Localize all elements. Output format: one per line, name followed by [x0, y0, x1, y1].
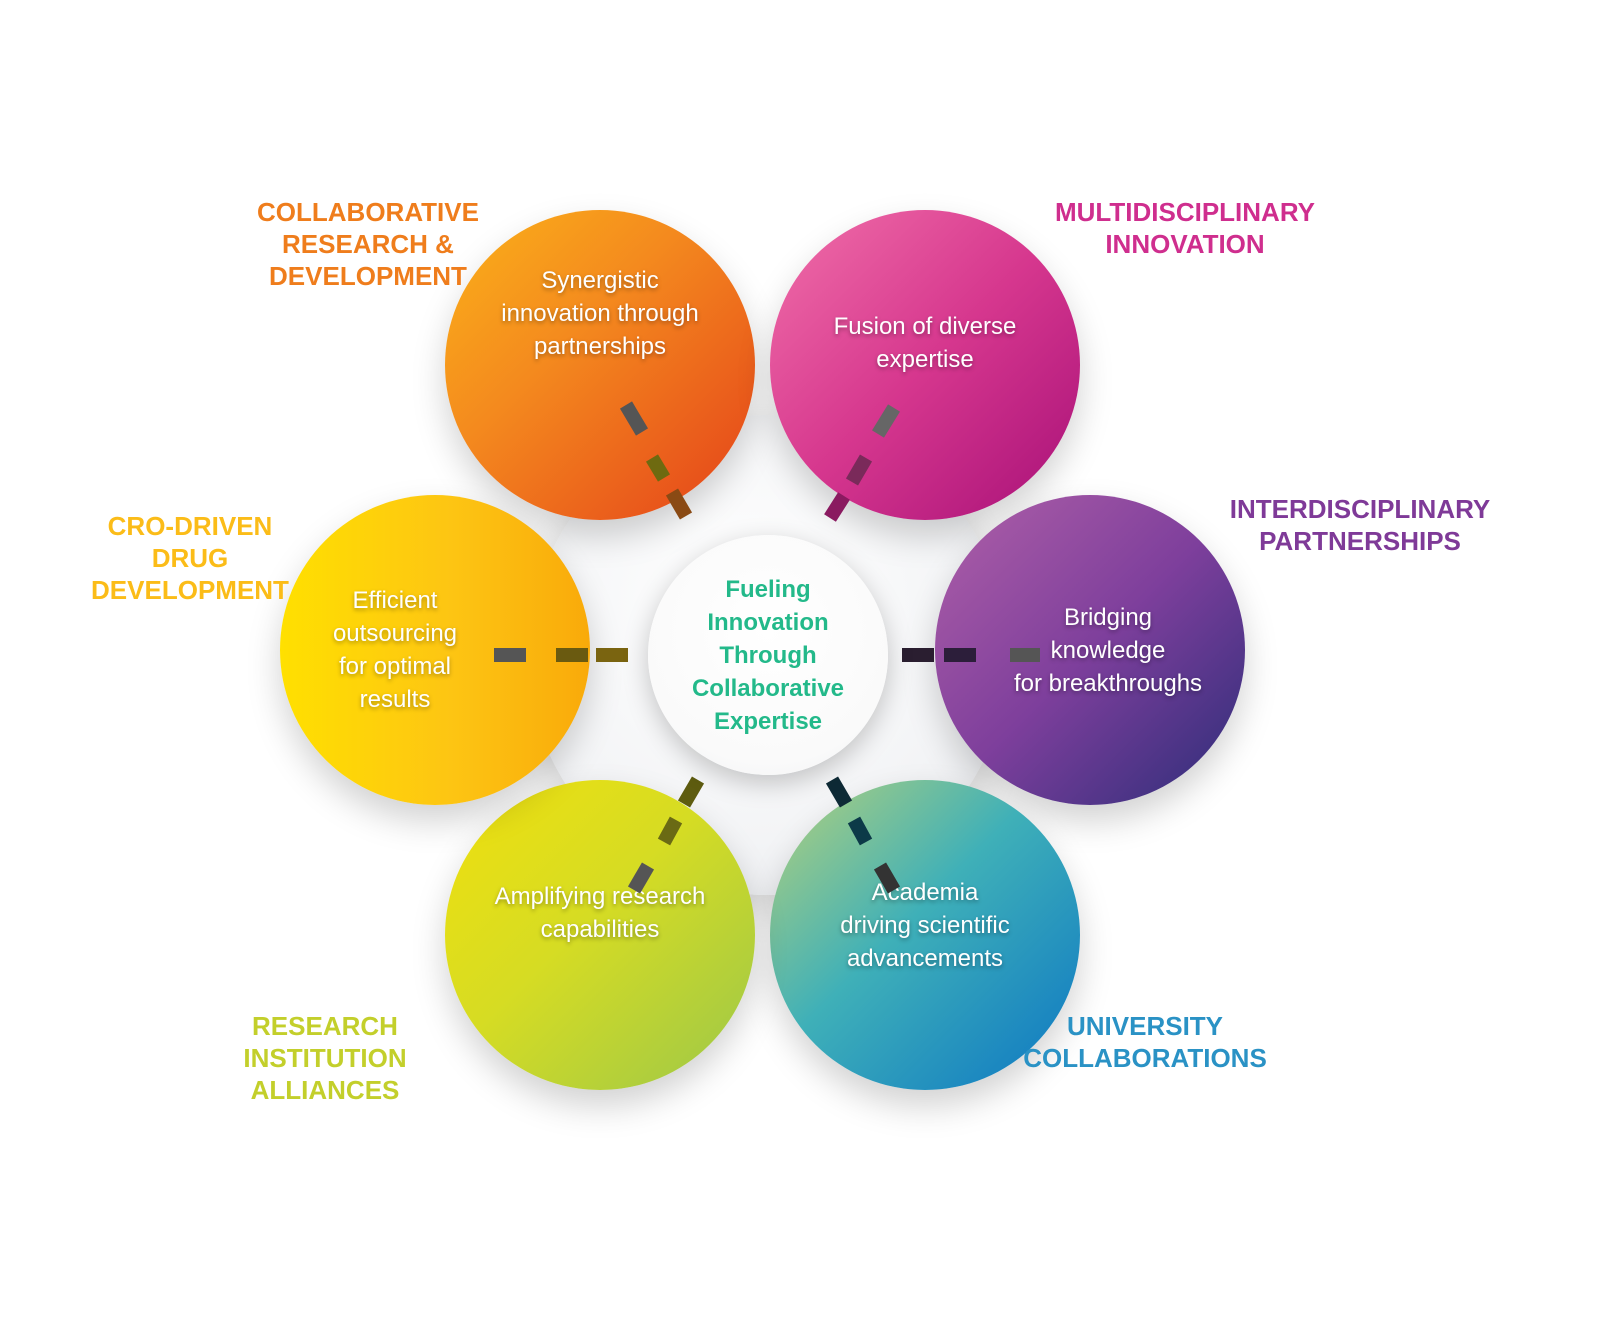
- petal-label-line: Synergistic: [541, 266, 659, 294]
- petal-label-line: partnerships: [533, 332, 667, 360]
- petal-label-line: for breakthroughs: [1013, 669, 1203, 697]
- connector-dash-group-bottom-right: [825, 776, 901, 894]
- connector-dash-group-top-right: [824, 404, 900, 522]
- petal-label: Synergistic innovation through partnersh…: [475, 264, 725, 363]
- petal-efficient-outsourcing: Efficient outsourcing for optimal result…: [280, 495, 590, 805]
- connector-dash: [657, 816, 683, 846]
- connector-dash: [677, 776, 705, 808]
- center-title-line: Fueling: [725, 575, 811, 603]
- petal-label-line: results: [359, 686, 431, 713]
- category-research-institution-alliances: RESEARCH INSTITUTION ALLIANCES: [225, 1010, 425, 1106]
- petal-label-line: Efficient: [352, 587, 438, 614]
- category-collaborative-rd: COLLABORATIVE RESEARCH & DEVELOPMENT: [228, 196, 508, 292]
- petal-label-line: Bridging: [1063, 603, 1153, 631]
- center-title-line: Collaborative: [691, 674, 845, 702]
- petal-label: Amplifying research capabilities: [475, 880, 725, 946]
- petal-label-line: driving scientific: [840, 911, 1010, 939]
- category-label-line: INTERDISCIPLINARY: [1229, 494, 1491, 524]
- category-label-line: RESEARCH: [252, 1011, 398, 1041]
- category-cro-driven-drug-development: CRO-DRIVEN DRUG DEVELOPMENT: [70, 510, 310, 606]
- petal-label: Bridging knowledge for breakthroughs: [983, 601, 1233, 700]
- connector-dash: [824, 492, 850, 522]
- center-title-line: Expertise: [713, 707, 823, 735]
- category-label-line: DEVELOPMENT: [269, 261, 467, 291]
- category-label-line: RESEARCH &: [282, 229, 454, 259]
- category-label-line: CRO-DRIVEN: [107, 511, 273, 541]
- center-title-line: Through: [719, 641, 817, 669]
- center-title: Fueling Innovation Through Collaborative…: [673, 573, 863, 738]
- petal-academia: Academia driving scientific advancements: [770, 780, 1080, 1090]
- category-label-line: DEVELOPMENT: [91, 575, 289, 605]
- petal-label-line: for optimal: [338, 653, 452, 680]
- connector-dash-group-bottom-left: [627, 776, 705, 894]
- category-label-line: PARTNERSHIPS: [1259, 526, 1461, 556]
- petal-bridging-knowledge: Bridging knowledge for breakthroughs: [935, 495, 1245, 805]
- petal-label-line: expertise: [876, 346, 974, 373]
- connector-dash: [645, 454, 671, 482]
- petal-label-line: advancements: [846, 944, 1004, 972]
- petal-label: Fusion of diverse expertise: [800, 310, 1050, 376]
- connector-dash: [847, 816, 873, 846]
- category-interdisciplinary-partnerships: INTERDISCIPLINARY PARTNERSHIPS: [1210, 493, 1510, 557]
- petal-label-line: Amplifying research: [494, 883, 706, 910]
- center-hub: Fueling Innovation Through Collaborative…: [648, 535, 888, 775]
- category-multidisciplinary-innovation: MULTIDISCIPLINARY INNOVATION: [1040, 196, 1330, 260]
- connector-dash-group-top-left: [619, 401, 693, 520]
- category-label-line: COLLABORATIONS: [1023, 1043, 1267, 1073]
- petal-label-line: knowledge: [1050, 636, 1166, 664]
- connector-dash: [619, 401, 649, 436]
- category-label-line: INNOVATION: [1105, 229, 1265, 259]
- petal-fusion-of-expertise: Fusion of diverse expertise: [770, 210, 1080, 520]
- category-label-line: INSTITUTION: [243, 1043, 407, 1073]
- petal-label: Academia driving scientific advancements: [800, 876, 1050, 975]
- category-university-collaborations: UNIVERSITY COLLABORATIONS: [1015, 1010, 1275, 1074]
- petal-label-line: Fusion of diverse: [833, 313, 1017, 340]
- category-label-line: COLLABORATIVE: [257, 197, 479, 227]
- connector-dash: [627, 862, 655, 894]
- connector-dash: [873, 862, 901, 894]
- category-label-line: UNIVERSITY: [1066, 1011, 1224, 1041]
- category-label-line: ALLIANCES: [250, 1075, 400, 1105]
- petal-synergistic-innovation: Synergistic innovation through partnersh…: [445, 210, 755, 520]
- connector-dash: [872, 404, 900, 438]
- center-title-line: Innovation: [707, 608, 829, 636]
- petal-label-line: capabilities: [540, 916, 660, 943]
- connector-dash: [845, 454, 873, 486]
- petal-label-line: outsourcing: [332, 620, 458, 647]
- connector-dash: [665, 488, 693, 520]
- petal-label-line: innovation through: [501, 299, 699, 327]
- petal-amplifying-research: Amplifying research capabilities: [445, 780, 755, 1090]
- petal-label: Efficient outsourcing for optimal result…: [295, 584, 495, 716]
- category-label-line: DRUG: [151, 543, 229, 573]
- category-label-line: MULTIDISCIPLINARY: [1055, 197, 1315, 227]
- connector-dash: [825, 776, 853, 808]
